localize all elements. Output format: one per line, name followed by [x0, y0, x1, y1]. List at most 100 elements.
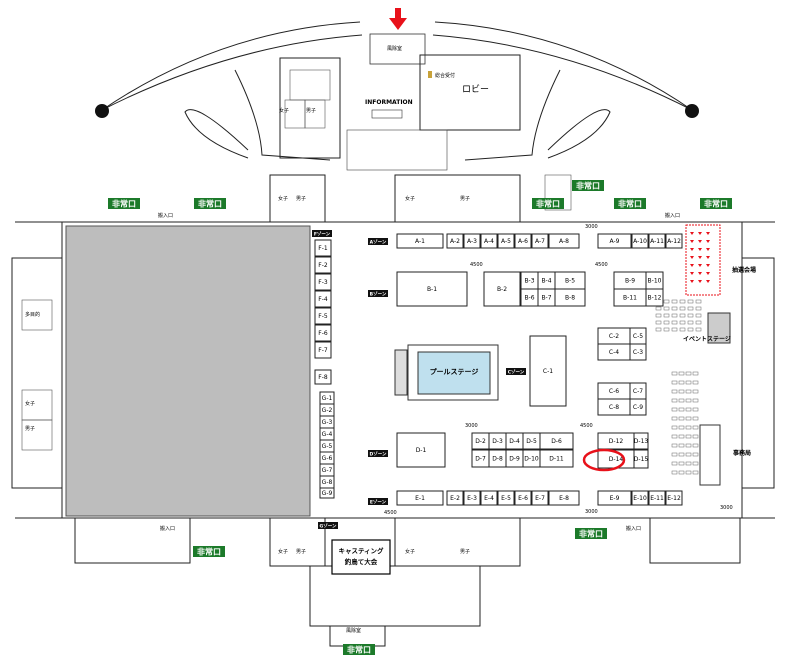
booth-label: A-8: [559, 238, 569, 245]
dimension-label: 3000: [720, 505, 733, 511]
booth-a-2[interactable]: A-2: [446, 233, 464, 249]
booth-a-1[interactable]: A-1: [396, 233, 444, 249]
booth-c-4[interactable]: C-4: [597, 343, 631, 361]
booth-e-4[interactable]: E-4: [480, 490, 498, 506]
booth-a-7[interactable]: A-7: [531, 233, 549, 249]
svg-text:非常口: 非常口: [347, 645, 371, 655]
booth-d-12[interactable]: D-12: [597, 432, 635, 450]
booth-b-1[interactable]: B-1: [396, 271, 468, 307]
booth-a-5[interactable]: A-5: [497, 233, 515, 249]
booth-f-4[interactable]: F-4: [314, 290, 332, 308]
booth-c-9[interactable]: C-9: [629, 398, 647, 416]
booth-g-5[interactable]: G-5: [319, 439, 335, 453]
booth-b-3[interactable]: B-3: [520, 271, 539, 290]
booth-c-2[interactable]: C-2: [597, 327, 631, 345]
booth-g-1[interactable]: G-1: [319, 391, 335, 405]
booth-f-2[interactable]: F-2: [314, 256, 332, 274]
booth-label: G-5: [322, 443, 333, 450]
booth-b-6[interactable]: B-6: [520, 288, 539, 307]
booth-c-8[interactable]: C-8: [597, 398, 631, 416]
zone-d-label: Dゾーン: [368, 450, 388, 458]
booth-g-7[interactable]: G-7: [319, 463, 335, 477]
booth-label: D-15: [634, 456, 649, 463]
booth-label: G-3: [322, 419, 333, 426]
booth-f-5[interactable]: F-5: [314, 307, 332, 325]
booth-e-10[interactable]: E-10: [631, 490, 649, 506]
booth-label: C-2: [609, 333, 619, 340]
booth-label: F-5: [318, 313, 328, 320]
booth-g-6[interactable]: G-6: [319, 451, 335, 465]
booth-e-11[interactable]: E-11: [648, 490, 666, 506]
booth-d-2[interactable]: D-2: [471, 432, 490, 450]
booth-label: B-10: [648, 278, 662, 285]
booth-e-8[interactable]: E-8: [548, 490, 580, 506]
booth-c-5[interactable]: C-5: [629, 327, 647, 345]
entrance-label: 搬入口: [626, 525, 641, 532]
booth-a-11[interactable]: A-11: [648, 233, 666, 249]
booth-g-3[interactable]: G-3: [319, 415, 335, 429]
booth-a-12[interactable]: A-12: [665, 233, 683, 249]
booth-g-9[interactable]: G-9: [319, 487, 335, 499]
booth-c-7[interactable]: C-7: [629, 382, 647, 400]
booth-a-10[interactable]: A-10: [631, 233, 649, 249]
booth-a-6[interactable]: A-6: [514, 233, 532, 249]
dimension-label: 4500: [580, 423, 593, 429]
booth-label: E-9: [610, 495, 620, 502]
booth-e-1[interactable]: E-1: [396, 490, 444, 506]
booth-d-15[interactable]: D-15: [633, 449, 649, 469]
booth-a-3[interactable]: A-3: [463, 233, 481, 249]
booth-c-3[interactable]: C-3: [629, 343, 647, 361]
booth-d-5[interactable]: D-5: [522, 432, 541, 450]
exit-sign: 非常口: [575, 528, 607, 539]
booth-c-6[interactable]: C-6: [597, 382, 631, 400]
booth-d-7[interactable]: D-7: [471, 449, 490, 468]
booth-e-3[interactable]: E-3: [463, 490, 481, 506]
booth-b-8[interactable]: B-8: [554, 288, 586, 307]
booth-f-1[interactable]: F-1: [314, 239, 332, 257]
booth-d-3[interactable]: D-3: [488, 432, 507, 450]
booth-g-2[interactable]: G-2: [319, 403, 335, 417]
booth-g-8[interactable]: G-8: [319, 475, 335, 489]
wc-male-2: 男子: [296, 195, 306, 202]
booth-f-7[interactable]: F-7: [314, 341, 332, 359]
booth-b-11[interactable]: B-11: [613, 288, 647, 307]
booth-d-13[interactable]: D-13: [633, 432, 649, 450]
booth-e-2[interactable]: E-2: [446, 490, 464, 506]
booth-d-1[interactable]: D-1: [396, 432, 446, 468]
booth-label: D-8: [492, 456, 503, 463]
booth-c-1[interactable]: C-1: [529, 335, 567, 407]
booth-e-7[interactable]: E-7: [531, 490, 549, 506]
booth-b-2[interactable]: B-2: [483, 271, 521, 307]
booth-g-4[interactable]: G-4: [319, 427, 335, 441]
booth-e-6[interactable]: E-6: [514, 490, 532, 506]
booth-b-10[interactable]: B-10: [645, 271, 664, 290]
booth-e-5[interactable]: E-5: [497, 490, 515, 506]
booth-d-11[interactable]: D-11: [539, 449, 574, 468]
booth-label: D-10: [524, 456, 539, 463]
exit-sign: 非常口: [343, 644, 375, 655]
booth-a-4[interactable]: A-4: [480, 233, 498, 249]
booth-d-6[interactable]: D-6: [539, 432, 574, 450]
booth-f-6[interactable]: F-6: [314, 324, 332, 342]
booth-b-7[interactable]: B-7: [537, 288, 556, 307]
booth-f-3[interactable]: F-3: [314, 273, 332, 291]
booth-d-10[interactable]: D-10: [522, 449, 541, 468]
booth-label: C-9: [633, 404, 643, 411]
booth-e-12[interactable]: E-12: [665, 490, 683, 506]
booth-b-9[interactable]: B-9: [613, 271, 647, 290]
booth-label: F-6: [318, 330, 328, 337]
svg-text:非常口: 非常口: [704, 199, 728, 209]
booth-e-9[interactable]: E-9: [597, 490, 632, 506]
booth-a-9[interactable]: A-9: [597, 233, 632, 249]
booth-d-9[interactable]: D-9: [505, 449, 524, 468]
booth-f-8[interactable]: F-8: [314, 369, 332, 385]
booth-d-4[interactable]: D-4: [505, 432, 524, 450]
dimension-label: 4500: [595, 262, 608, 268]
booth-label: B-12: [648, 295, 662, 302]
booth-b-4[interactable]: B-4: [537, 271, 556, 290]
booth-label: G-8: [322, 479, 333, 486]
booth-b-5[interactable]: B-5: [554, 271, 586, 290]
booth-d-8[interactable]: D-8: [488, 449, 507, 468]
booth-b-12[interactable]: B-12: [645, 288, 664, 307]
booth-a-8[interactable]: A-8: [548, 233, 580, 249]
